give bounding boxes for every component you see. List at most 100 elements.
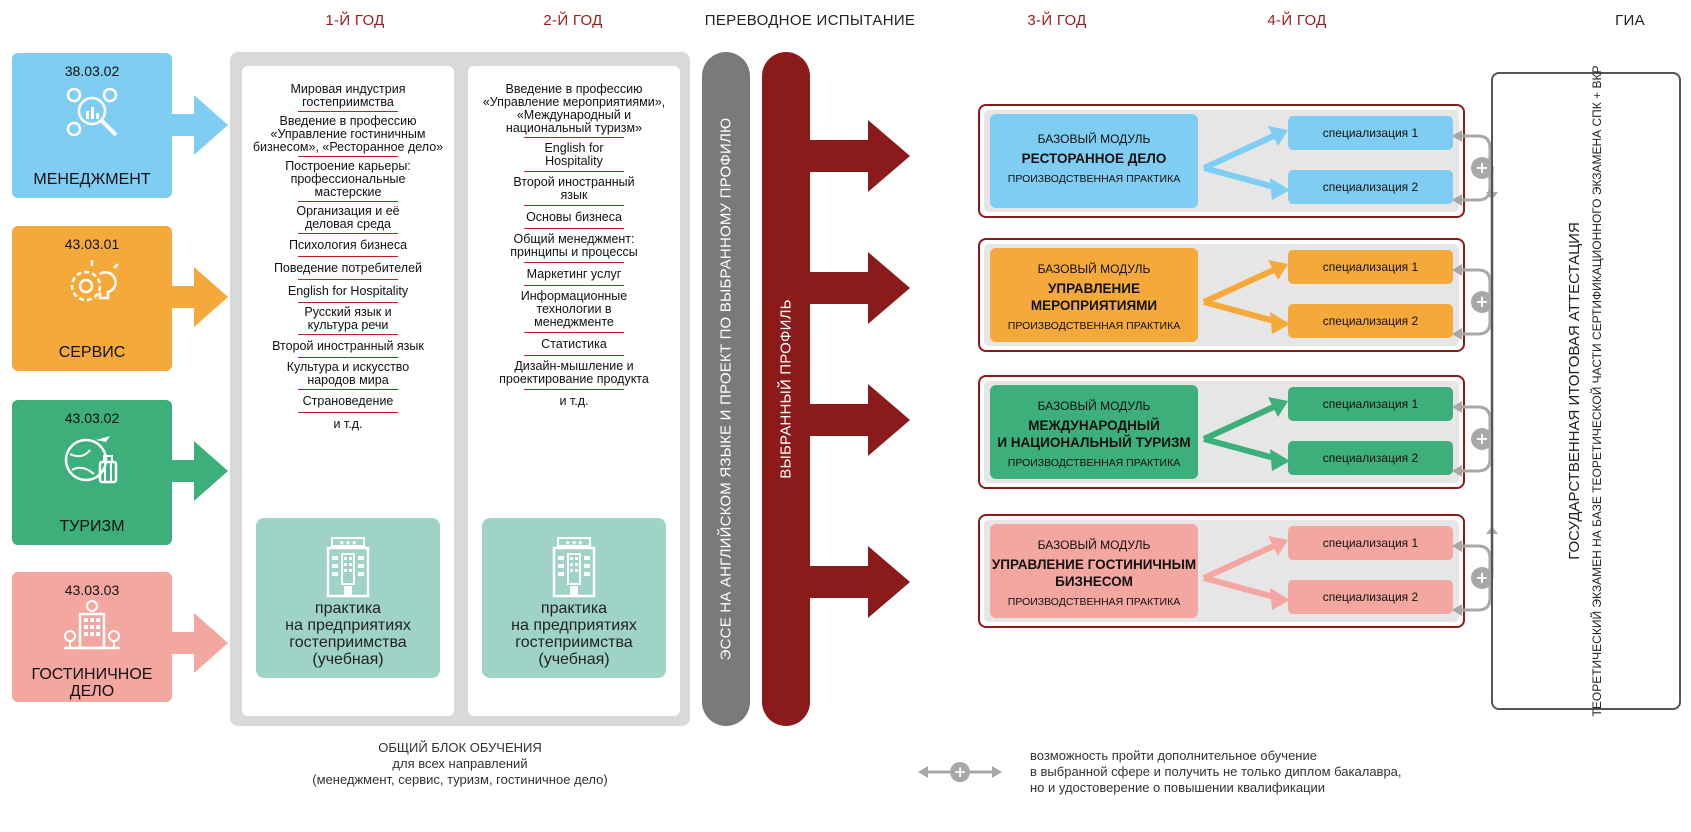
base-module-title: МЕЖДУНАРОДНЫЙ И НАЦИОНАЛЬНЫЙ ТУРИЗМ bbox=[990, 417, 1198, 451]
base-module-practice: ПРОИЗВОДСТВЕННАЯ ПРАКТИКА bbox=[1007, 320, 1181, 332]
practice-card: ★★★ практика на предприятиях гостеприимс… bbox=[482, 518, 666, 678]
footer-right-line: в выбранной сфере и получить не только д… bbox=[1030, 764, 1402, 779]
footer-left-line: ОБЩИЙ БЛОК ОБУЧЕНИЯ bbox=[378, 740, 542, 755]
header-year3: 3-Й ГОД bbox=[1027, 12, 1087, 29]
base-module-practice: ПРОИЗВОДСТВЕННАЯ ПРАКТИКА bbox=[1007, 457, 1181, 469]
subject-item: Информационные технологии в менеджменте bbox=[468, 286, 680, 333]
footer-left-line: для всех направлений bbox=[392, 756, 528, 771]
gia-subtitle: ТЕОРЕТИЧЕСКИЙ ЭКЗАМЕН НА БАЗЕ ТЕОРЕТИЧЕС… bbox=[1590, 65, 1604, 717]
direction-code: 43.03.01 bbox=[64, 236, 120, 252]
base-module-title-line1: УПРАВЛЕНИЕ bbox=[1047, 281, 1140, 296]
header-gia: ГИА bbox=[1615, 12, 1645, 29]
header-transfer: ПЕРЕВОДНОЕ ИСПЫТАНИЕ bbox=[704, 12, 916, 29]
hotel-icon bbox=[64, 600, 120, 650]
direction-name: МЕНЕДЖМЕНТ bbox=[33, 171, 151, 188]
plus-icon: + + + + bbox=[1471, 157, 1493, 589]
base-module-label: БАЗОВЫЙ МОДУЛЬ bbox=[1037, 538, 1151, 552]
subject-item: Русский язык и культура речи bbox=[242, 303, 454, 335]
base-module-title: УПРАВЛЕНИЕ ГОСТИНИЧНЫМ БИЗНЕСОМ bbox=[990, 556, 1198, 590]
practice-line: (учебная) bbox=[312, 651, 384, 668]
subject-item: Дизайн-мышление и проектирование продукт… bbox=[468, 356, 680, 390]
practice-card: ★★★ практика на предприятиях гостеприимс… bbox=[256, 518, 440, 678]
base-module-practice: ПРОИЗВОДСТВЕННАЯ ПРАКТИКА bbox=[1007, 596, 1181, 608]
direction-name-line1: ГОСТИНИЧНОЕ bbox=[31, 666, 153, 683]
svg-text:+: + bbox=[1475, 429, 1488, 448]
profile-arrows bbox=[808, 120, 910, 618]
year2-subject-list: Введение в профессию «Управление меропри… bbox=[468, 66, 680, 413]
arrow-right-icon bbox=[172, 613, 228, 673]
base-module: БАЗОВЫЙ МОДУЛЬ РЕСТОРАННОЕ ДЕЛО ПРОИЗВОД… bbox=[990, 114, 1198, 208]
practice-line: гостеприимства bbox=[515, 634, 633, 651]
svg-text:+: + bbox=[1475, 292, 1488, 311]
specialization-2: специализация 2 bbox=[1288, 304, 1453, 338]
base-module-label: БАЗОВЫЙ МОДУЛЬ bbox=[1037, 262, 1151, 276]
specialization-1: специализация 1 bbox=[1288, 526, 1453, 560]
specialization-2: специализация 2 bbox=[1288, 580, 1453, 614]
practice-line: (учебная) bbox=[538, 651, 610, 668]
direction-code: 43.03.03 bbox=[64, 582, 120, 598]
subject-item: Мировая индустрия гостеприимства bbox=[242, 80, 454, 112]
gia-text: ГОСУДАРСТВЕННАЯ ИТОГОВАЯ АТТЕСТАЦИЯ ТЕОР… bbox=[1564, 66, 1608, 717]
essay-bar-text: ЭССЕ НА АНГЛИЙСКОМ ЯЗЫКЕ И ПРОЕКТ ПО ВЫБ… bbox=[717, 117, 735, 661]
subject-item: Психология бизнеса bbox=[242, 234, 454, 257]
subject-item: Маркетинг услуг bbox=[468, 263, 680, 286]
globe-luggage-icon bbox=[64, 436, 118, 484]
specialization-2: специализация 2 bbox=[1288, 441, 1453, 475]
header-year4: 4-Й ГОД bbox=[1267, 12, 1327, 29]
base-module: БАЗОВЫЙ МОДУЛЬ МЕЖДУНАРОДНЫЙ И НАЦИОНАЛЬ… bbox=[990, 385, 1198, 479]
practice-line: на предприятиях bbox=[511, 617, 637, 634]
arrow-right-icon bbox=[808, 546, 910, 618]
subject-item: English for Hospitality bbox=[242, 280, 454, 303]
gia-box: ГОСУДАРСТВЕННАЯ ИТОГОВАЯ АТТЕСТАЦИЯ ТЕОР… bbox=[1491, 66, 1681, 716]
subject-item: Организация и её деловая среда bbox=[242, 202, 454, 234]
module-restaurant: БАЗОВЫЙ МОДУЛЬ РЕСТОРАННОЕ ДЕЛО ПРОИЗВОД… bbox=[978, 104, 1465, 218]
arrow-right-icon bbox=[172, 267, 228, 327]
base-module-label: БАЗОВЫЙ МОДУЛЬ bbox=[1037, 132, 1151, 146]
subject-item: Построение карьеры: профессиональные мас… bbox=[242, 157, 454, 202]
specialization-1: специализация 1 bbox=[1288, 116, 1453, 150]
direction-service: 43.03.01 СЕРВИС bbox=[12, 226, 172, 371]
subject-item: Второй иностранный язык bbox=[242, 335, 454, 358]
practice-line: практика bbox=[540, 600, 608, 617]
svg-text:+: + bbox=[1475, 158, 1488, 177]
direction-name-line2: ДЕЛО bbox=[69, 683, 115, 700]
direction-hotel: 43.03.03 ГОСТИНИЧНОЕ ДЕЛО bbox=[12, 572, 172, 702]
direction-code: 43.03.02 bbox=[64, 410, 120, 426]
subject-item: Введение в профессию «Управление гостини… bbox=[242, 112, 454, 157]
practice-text: практика на предприятиях гостеприимства … bbox=[256, 600, 440, 668]
header-year2: 2-Й ГОД bbox=[543, 12, 603, 29]
svg-text:+: + bbox=[1475, 568, 1488, 587]
subject-item: Общий менеджмент: принципы и процессы bbox=[468, 229, 680, 263]
hotel-building-icon: ★★★ bbox=[552, 537, 596, 598]
subject-item: Культура и искусство народов мира bbox=[242, 358, 454, 390]
subject-item: Поведение потребителей bbox=[242, 257, 454, 280]
subject-item: Введение в профессию «Управление меропри… bbox=[468, 80, 680, 138]
specialization-1: специализация 1 bbox=[1288, 387, 1453, 421]
base-module: БАЗОВЫЙ МОДУЛЬ УПРАВЛЕНИЕ МЕРОПРИЯТИЯМИ … bbox=[990, 248, 1198, 342]
subject-item: Статистика bbox=[468, 333, 680, 356]
essay-bar: ЭССЕ НА АНГЛИЙСКОМ ЯЗЫКЕ И ПРОЕКТ ПО ВЫБ… bbox=[702, 52, 750, 726]
footer-legend: возможность пройти дополнительное обучен… bbox=[1030, 748, 1490, 796]
header-year1: 1-Й ГОД bbox=[325, 12, 385, 29]
year2-column: Введение в профессию «Управление меропри… bbox=[468, 66, 680, 716]
year1-column: Мировая индустрия гостеприимства Введени… bbox=[242, 66, 454, 716]
subject-item: Страноведение bbox=[242, 390, 454, 413]
direction-code: 38.03.02 bbox=[64, 63, 120, 79]
base-module-title-line2: МЕРОПРИЯТИЯМИ bbox=[1030, 298, 1158, 313]
hotel-building-icon: ★★★ bbox=[326, 537, 370, 598]
base-module-title-line2: БИЗНЕСОМ bbox=[1055, 574, 1133, 589]
practice-text: практика на предприятиях гостеприимства … bbox=[482, 600, 666, 668]
plus-connectors bbox=[1458, 134, 1494, 612]
footer-left-line: (менеджмент, сервис, туризм, гостиничное… bbox=[312, 772, 608, 787]
base-module-label: БАЗОВЫЙ МОДУЛЬ bbox=[1037, 399, 1151, 413]
analytics-icon bbox=[66, 87, 118, 137]
practice-line: на предприятиях bbox=[285, 617, 411, 634]
subject-item: и т.д. bbox=[333, 417, 363, 431]
practice-line: практика bbox=[314, 600, 382, 617]
fork-arrows bbox=[1202, 126, 1290, 610]
base-module-title-line1: МЕЖДУНАРОДНЫЙ bbox=[1028, 418, 1160, 433]
gear-bulb-icon bbox=[70, 260, 119, 302]
practice-line: гостеприимства bbox=[289, 634, 407, 651]
base-module-title-line1: РЕСТОРАННОЕ ДЕЛО bbox=[1021, 151, 1167, 166]
profile-bar-text: ВЫБРАННЫЙ ПРОФИЛЬ bbox=[777, 299, 795, 479]
